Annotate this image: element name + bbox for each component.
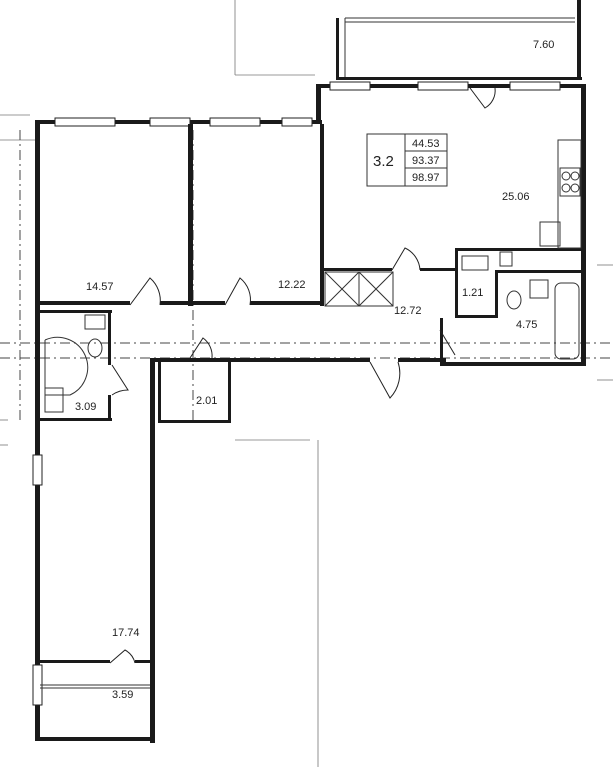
unit-area-living: 44.53 bbox=[412, 138, 440, 150]
interior-walls bbox=[40, 124, 581, 689]
room-labels: 7.60 25.06 14.57 12.22 12.72 1.21 4.75 3… bbox=[75, 39, 554, 701]
unit-area-total: 93.37 bbox=[412, 155, 440, 167]
bathroom-fixtures bbox=[44, 251, 580, 413]
room-area-closet: 2.01 bbox=[196, 395, 217, 407]
room-area-bedroom-2: 12.22 bbox=[278, 279, 306, 291]
doors bbox=[109, 87, 496, 664]
unit-area-with-balcony: 98.97 bbox=[412, 172, 440, 184]
room-area-bedroom-1: 14.57 bbox=[86, 281, 114, 293]
ventilation-shaft bbox=[324, 271, 394, 307]
balcony-top bbox=[336, 0, 582, 80]
kitchen-fixtures bbox=[539, 139, 582, 249]
unit-code: 3.2 bbox=[373, 153, 394, 170]
room-area-balcony-top: 7.60 bbox=[533, 39, 554, 51]
room-area-bathroom-left: 3.09 bbox=[75, 401, 96, 413]
room-area-balcony-bottom: 3.59 bbox=[112, 689, 133, 701]
unit-summary-box: 3.2 44.53 93.37 98.97 bbox=[366, 133, 448, 187]
room-area-hall: 12.72 bbox=[394, 305, 422, 317]
axis-lines bbox=[0, 130, 613, 420]
windows bbox=[32, 81, 561, 706]
exterior-walls bbox=[35, 84, 586, 743]
room-area-living-kitchen: 25.06 bbox=[502, 191, 530, 203]
room-area-wc: 1.21 bbox=[462, 287, 483, 299]
room-area-bedroom-3: 17.74 bbox=[112, 627, 140, 639]
room-area-bathroom: 4.75 bbox=[516, 319, 537, 331]
